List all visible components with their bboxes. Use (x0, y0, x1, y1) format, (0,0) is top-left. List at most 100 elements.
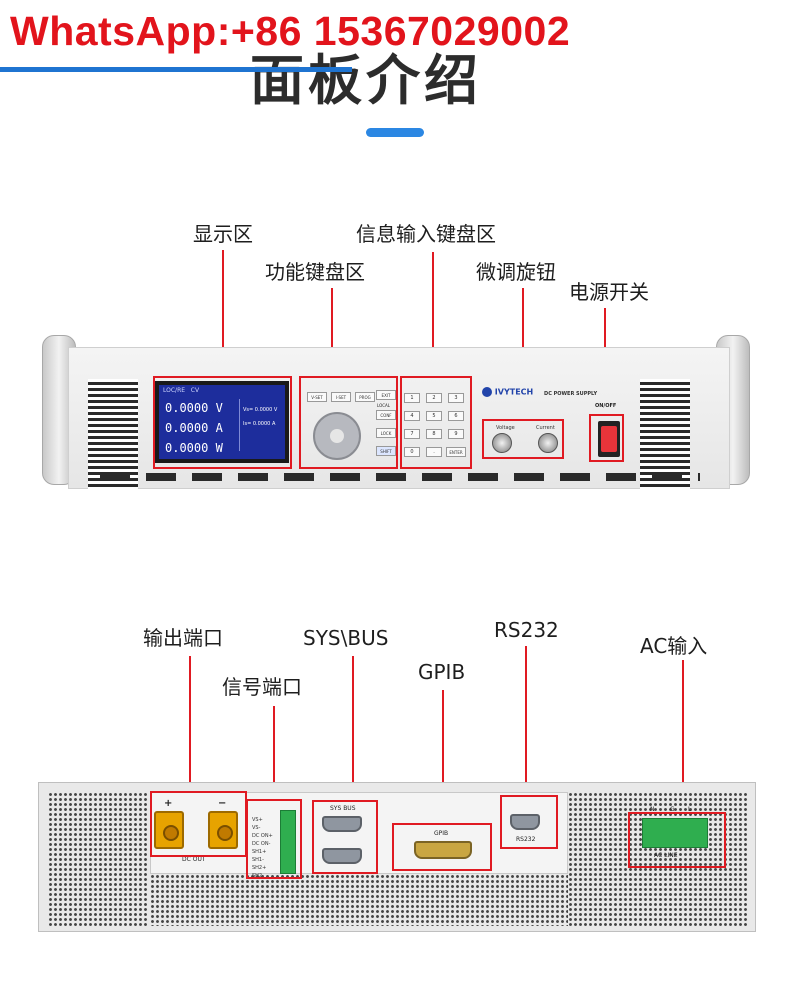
key-6[interactable]: 6 (448, 411, 464, 421)
signal-vs-plus: VS+ (252, 817, 263, 823)
highlight-sys-bus (312, 800, 378, 874)
key-shift[interactable]: SHIFT (376, 446, 396, 456)
arrow-pad-center[interactable] (330, 429, 344, 443)
highlight-gpib (392, 823, 492, 871)
rear-panel: + − DC OUT VS+ VS- DC ON+ DC ON- SH1+ SH… (38, 774, 756, 934)
sys-bus-connector-1[interactable] (322, 816, 362, 832)
page-title: 面板介绍 (250, 49, 482, 107)
dc-out-minus-terminal[interactable] (208, 811, 238, 849)
key-v-set[interactable]: V-SET (307, 392, 327, 402)
front-panel: LOC/RE CV 0.0000 V 0.0000 A 0.0000 W Vs=… (40, 335, 754, 495)
highlight-output-port (150, 791, 247, 857)
rear-grille-right (568, 792, 748, 926)
highlight-rs232 (500, 795, 558, 849)
leader-info-keypad (432, 252, 434, 378)
lcd-vset: Vs= 0.0000 V (243, 407, 278, 413)
highlight-info-keypad (400, 376, 472, 469)
label-fine-knob: 微调旋钮 (476, 260, 556, 284)
lcd-display: LOC/RE CV 0.0000 V 0.0000 A 0.0000 W Vs=… (155, 381, 289, 463)
label-ac-input: AC输入 (640, 634, 708, 658)
current-knob[interactable] (538, 433, 558, 453)
key-0[interactable]: 0 (404, 447, 420, 457)
signal-sh1-minus: SH1- (252, 857, 264, 863)
key-1[interactable]: 1 (404, 393, 420, 403)
key-prog[interactable]: PROG (355, 392, 375, 402)
label-gpib: GPIB (418, 660, 466, 684)
signal-sh2-minus: SH2- (252, 873, 264, 879)
signal-sh2-plus: SH2+ (252, 865, 267, 871)
dc-out-plus: + (164, 798, 173, 809)
highlight-signal-port (246, 799, 302, 879)
ac-terminal-n: N (650, 806, 655, 813)
signal-list: VS+ VS- DC ON+ DC ON- SH1+ SH1- SH2+ SH2… (252, 816, 273, 880)
leader-rs232 (525, 646, 527, 794)
onoff-label: ON/OFF (595, 403, 617, 409)
rs232-label: RS232 (516, 836, 536, 843)
key-enter[interactable]: ENTER (446, 447, 466, 457)
lcd-power: 0.0000 W (165, 441, 223, 455)
lcd-current: 0.0000 A (165, 421, 223, 435)
signal-terminal-block[interactable] (280, 810, 296, 874)
leader-display (222, 250, 224, 378)
label-power-switch: 电源开关 (569, 280, 649, 304)
rear-grille-bottom (150, 874, 568, 926)
lcd-setpoints: Vs= 0.0000 V Is= 0.0000 A (239, 399, 285, 451)
brand-name: IVYTECH (494, 387, 534, 397)
model-text: DC POWER SUPPLY (544, 390, 598, 397)
signal-vs-minus: VS- (252, 825, 261, 831)
watermark-underline (0, 67, 352, 72)
brand-strip: IVYTECH DC POWER SUPPLY (482, 387, 630, 407)
key-dot[interactable]: . (426, 447, 442, 457)
gpib-label: GPIB (434, 830, 449, 837)
key-9[interactable]: 9 (448, 429, 464, 439)
leader-gpib (442, 690, 444, 822)
key-3[interactable]: 3 (448, 393, 464, 403)
key-2[interactable]: 2 (426, 393, 442, 403)
key-i-set[interactable]: I-SET (331, 392, 351, 402)
voltage-knob[interactable] (492, 433, 512, 453)
key-5[interactable]: 5 (426, 411, 442, 421)
ac-terminal-block[interactable] (642, 818, 708, 848)
highlight-display (153, 376, 292, 469)
key-7[interactable]: 7 (404, 429, 420, 439)
ac-terminal-l: L (688, 806, 692, 813)
key-lock[interactable]: LOCK (376, 428, 396, 438)
current-knob-label: Current (536, 425, 555, 431)
gpib-connector[interactable] (414, 841, 472, 859)
signal-sh1-plus: SH1+ (252, 849, 267, 855)
highlight-ac-input (628, 812, 726, 868)
label-signal-port: 信号端口 (222, 675, 302, 699)
key-8[interactable]: 8 (426, 429, 442, 439)
front-left-vent (88, 379, 138, 489)
power-switch[interactable] (598, 421, 620, 457)
front-bottom-slots (100, 473, 700, 481)
power-rocker[interactable] (601, 426, 617, 452)
key-exit[interactable]: EXIT (376, 390, 396, 400)
signal-dc-on-plus: DC ON+ (252, 833, 273, 839)
dc-out-label: DC OUT (182, 856, 206, 863)
dc-out-plus-terminal[interactable] (154, 811, 184, 849)
leader-knob (522, 288, 524, 394)
local-label: LOCAL (377, 403, 390, 408)
lcd-header: LOC/RE CV (163, 387, 200, 394)
sys-bus-connector-2[interactable] (322, 848, 362, 864)
arrow-pad[interactable] (313, 412, 361, 460)
label-output-port: 输出端口 (143, 626, 223, 650)
watermark: WhatsApp:+86 15367029002 (10, 8, 571, 54)
label-info-keypad: 信息输入键盘区 (356, 222, 496, 246)
title-accent-bar (366, 128, 424, 137)
leader-ac (682, 660, 684, 812)
rs232-connector[interactable] (510, 814, 540, 830)
key-conf[interactable]: CONF (376, 410, 396, 420)
highlight-function-keypad (299, 376, 398, 469)
rear-grille-left (48, 792, 148, 926)
ac-terminal-g: G (670, 806, 675, 813)
key-4[interactable]: 4 (404, 411, 420, 421)
leader-output (189, 656, 191, 792)
ac-line-label: AC LINE (654, 852, 678, 859)
label-sys-bus: SYS\BUS (303, 626, 389, 650)
label-display-area: 显示区 (193, 222, 253, 246)
highlight-switch (589, 414, 624, 462)
leader-function-keypad (331, 288, 333, 378)
lcd-voltage: 0.0000 V (165, 401, 223, 415)
